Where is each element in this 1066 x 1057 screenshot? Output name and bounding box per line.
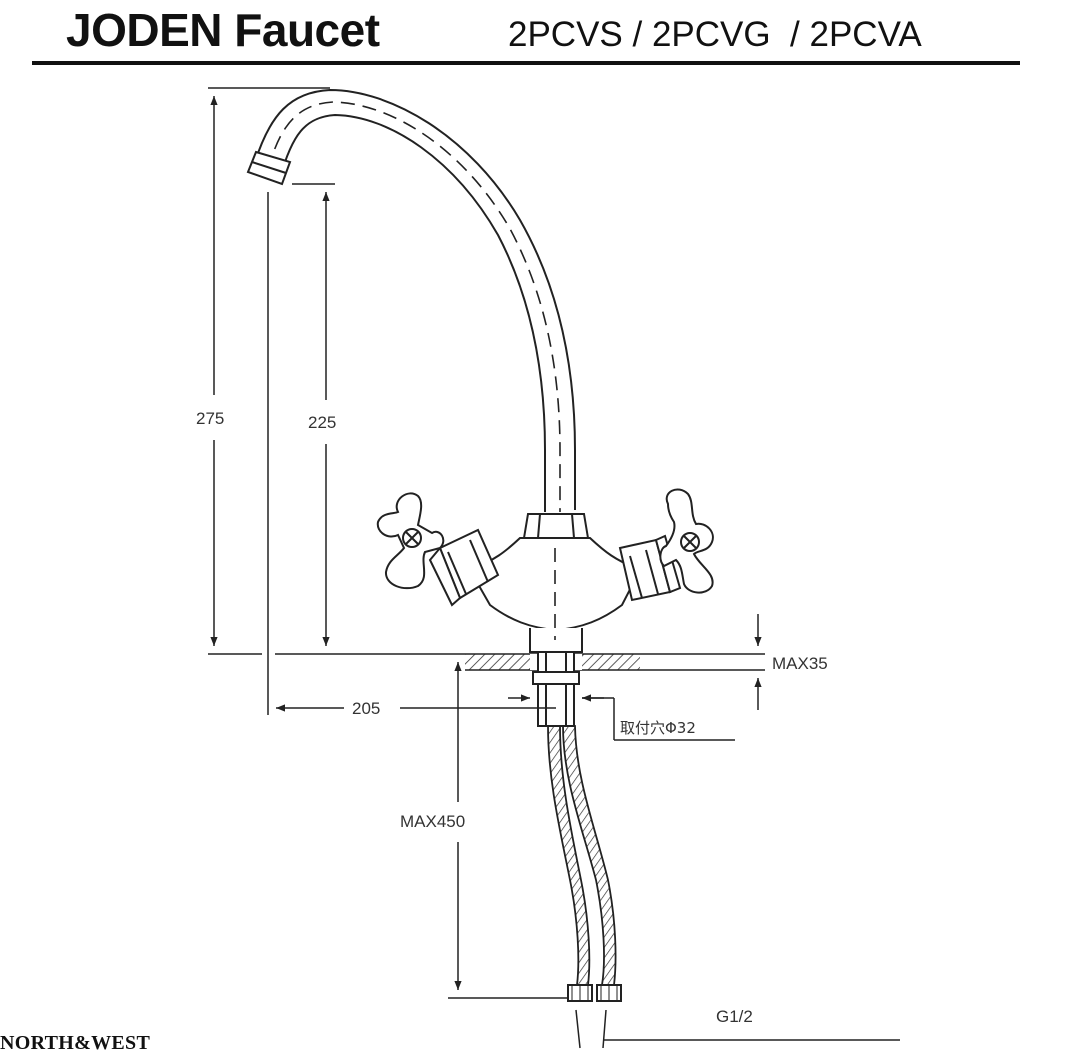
- swivel-nut: [522, 513, 590, 539]
- header: JODEN Faucet 2PCVS / 2PCVG / 2PCVA: [0, 0, 1066, 70]
- dimension-205-label: 205: [352, 699, 380, 718]
- product-title: JODEN Faucet: [66, 4, 380, 56]
- countertop: [275, 653, 765, 671]
- left-cross-handle: [376, 492, 445, 590]
- dimension-275-label: 275: [196, 409, 224, 428]
- dimension-max450-label: MAX450: [400, 812, 465, 831]
- right-cross-handle: [659, 488, 714, 594]
- dimension-275: [208, 87, 330, 655]
- aerator-tip: [246, 150, 292, 186]
- flexible-hoses: [547, 725, 622, 1049]
- dimension-hole: [508, 694, 735, 741]
- dimension-205: [267, 192, 556, 715]
- left-valve: [428, 528, 500, 607]
- mounting-shank: [532, 651, 580, 727]
- model-numbers: 2PCVS / 2PCVG / 2PCVA: [508, 15, 922, 54]
- thread-label: G1/2: [716, 1007, 753, 1026]
- header-rule: [32, 61, 1020, 65]
- brand-logo: NORTH&WEST: [0, 1032, 151, 1054]
- mounting-hole-label: 取付穴Φ32: [620, 719, 696, 737]
- dimension-max35-label: MAX35: [772, 654, 828, 673]
- faucet-spout: [254, 88, 576, 512]
- dimension-225: [292, 183, 335, 646]
- dimension-max35: [754, 614, 762, 710]
- dimension-225-label: 225: [308, 413, 336, 432]
- dimension-max450: [448, 662, 568, 999]
